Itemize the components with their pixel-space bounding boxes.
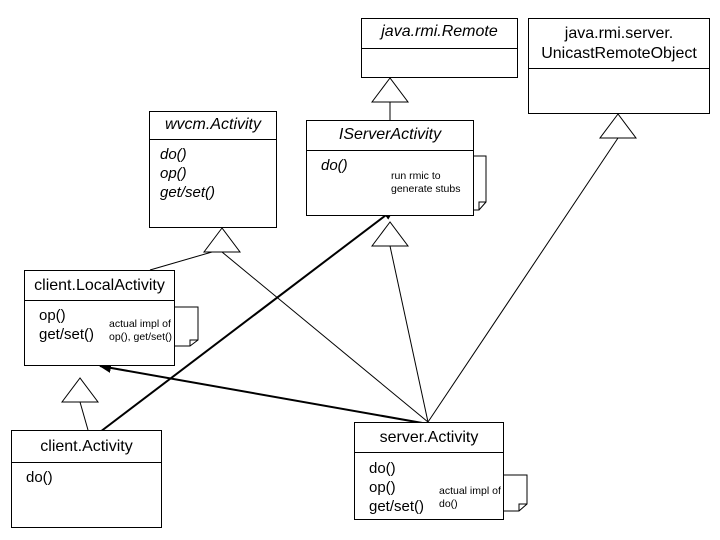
note-line: do(): [439, 498, 458, 510]
class-name: client.Activity: [12, 431, 161, 463]
operation: op(): [369, 479, 396, 496]
operation: do(): [369, 460, 396, 477]
operation: op(): [160, 165, 187, 182]
note-rmic-fold: [478, 201, 486, 210]
inheritance-triangle-remote: [371, 77, 409, 103]
operation: get/set(): [39, 326, 95, 343]
note-line: actual impl of: [109, 318, 171, 330]
class-client-local-activity: client.LocalActivity op() get/set(): [24, 270, 175, 366]
note-line: actual impl of: [439, 485, 501, 497]
inheritance-triangle-wvcm: [203, 227, 241, 253]
class-java-rmi-remote: java.rmi.Remote: [361, 18, 518, 78]
note-line: generate stubs: [391, 183, 461, 195]
note-local-impl-text: actual impl of op(), get/set(): [109, 318, 172, 344]
inheritance-triangle-local: [61, 377, 99, 403]
dependency-arrow-server-to-local: [99, 362, 429, 425]
generalization-line-server-iserver: [389, 245, 429, 423]
note-line: op(), get/set(): [109, 331, 173, 343]
note-line: run rmic to: [391, 170, 441, 182]
class-operations: do() op() get/set(): [150, 140, 276, 202]
note-server-impl-fold: [518, 503, 527, 511]
class-name: server.Activity: [355, 423, 503, 453]
generalization-line-server-unicast: [427, 137, 619, 423]
class-operations: op() get/set(): [25, 301, 174, 344]
generalization-line-local-wvcm: [149, 251, 213, 271]
class-operations: do(): [307, 151, 473, 175]
class-name-line-2: UnicastRemoteObject: [541, 45, 697, 62]
operation: do(): [321, 157, 348, 174]
class-iserver-activity: IServerActivity do(): [306, 120, 474, 216]
class-operations: do() op() get/set(): [355, 453, 503, 516]
class-server-activity: server.Activity do() op() get/set(): [354, 422, 504, 520]
generalization-line-server-wvcm: [221, 251, 429, 423]
inheritance-triangle-iserver: [371, 221, 409, 247]
class-name: IServerActivity: [307, 121, 473, 151]
class-name: java.rmi.Remote: [362, 19, 517, 49]
class-client-activity: client.Activity do(): [11, 430, 162, 528]
generalization-line-client-local: [79, 401, 89, 431]
operation: do(): [26, 469, 53, 486]
class-wvcm-activity: wvcm.Activity do() op() get/set(): [149, 111, 277, 228]
note-rmic-text: run rmic to generate stubs: [391, 170, 460, 196]
class-unicast-remote-object: java.rmi.server. UnicastRemoteObject: [528, 18, 710, 114]
operation: get/set(): [160, 184, 216, 201]
inheritance-triangle-unicast: [599, 113, 637, 139]
class-operations: do(): [12, 463, 161, 487]
class-name: client.LocalActivity: [25, 271, 174, 301]
note-local-impl-fold: [189, 339, 198, 346]
note-server-impl-text: actual impl of do(): [439, 485, 501, 511]
operation: op(): [39, 307, 66, 324]
dependency-arrow-client-to-iserver: [99, 208, 395, 433]
class-name: wvcm.Activity: [150, 112, 276, 140]
operation: do(): [160, 146, 187, 163]
class-name-line-1: java.rmi.server.: [564, 25, 674, 42]
class-name: java.rmi.server. UnicastRemoteObject: [529, 19, 709, 69]
operation: get/set(): [369, 498, 425, 515]
